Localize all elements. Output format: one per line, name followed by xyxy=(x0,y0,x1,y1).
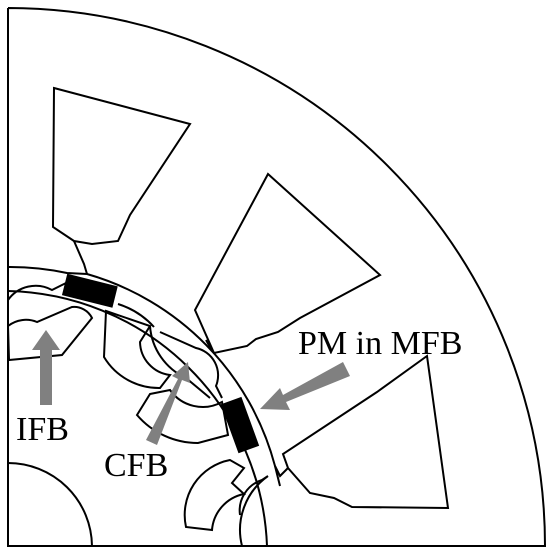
label-pm-in-mfb: PM in MFB xyxy=(298,325,462,362)
lower-barrier-rib xyxy=(238,475,269,547)
stator-slot-2 xyxy=(193,172,382,355)
arrow-pm-in-mfb xyxy=(260,362,350,410)
stator-tooth-tip-2 xyxy=(205,339,215,354)
arrow-cfb xyxy=(146,362,190,445)
stator-tooth-tip-1 xyxy=(73,240,88,275)
label-cfb: CFB xyxy=(104,447,168,484)
permanent-magnet-1 xyxy=(61,273,118,308)
permanent-magnet-2 xyxy=(220,396,260,454)
inner-flux-barrier xyxy=(6,305,94,362)
inner-barrier-rib xyxy=(7,281,69,301)
central-flux-barrier xyxy=(102,309,172,390)
stator-tooth-tip-3 xyxy=(274,465,289,478)
arrow-ifb xyxy=(32,330,60,405)
label-ifb: IFB xyxy=(16,411,69,448)
lower-flux-barrier xyxy=(183,458,247,532)
stator-inner-bore xyxy=(7,265,281,487)
stator-slot-3 xyxy=(281,354,450,510)
shaft-hole xyxy=(7,462,93,547)
stator-outer-boundary xyxy=(7,7,547,547)
central-barrier-bridge xyxy=(117,303,223,399)
stator-slot-1 xyxy=(51,86,192,246)
